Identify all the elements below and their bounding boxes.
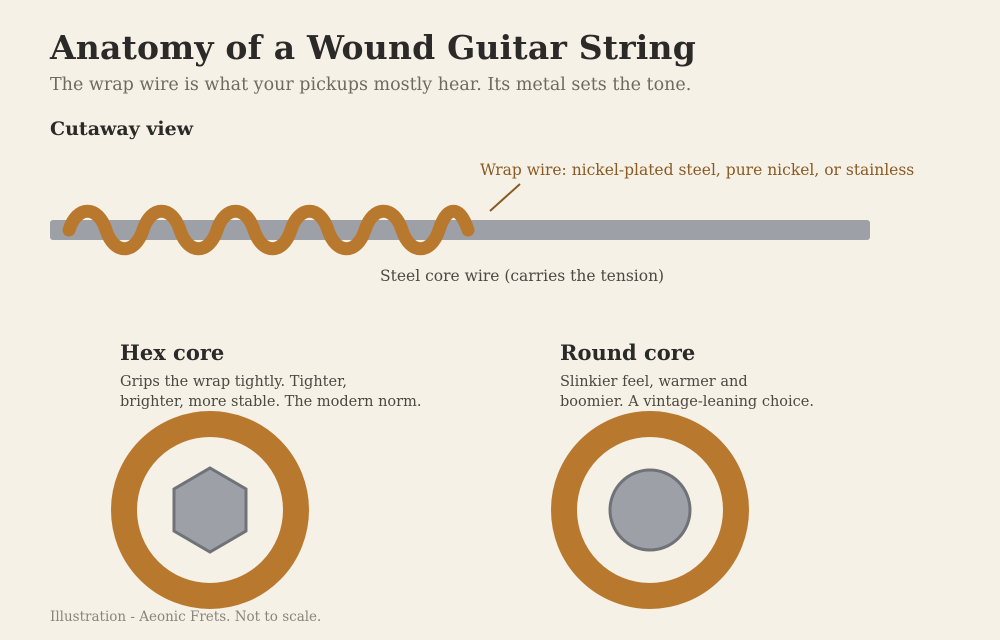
footer-credit: Illustration - Aeonic Frets. Not to scal… [50,609,322,625]
hex-core-title: Hex core [120,340,225,365]
hex-core-shape [172,466,248,554]
round-core-title: Round core [560,340,696,365]
steel-core-label: Steel core wire (carries the tension) [380,267,665,285]
round-wrap-ring [551,411,749,609]
wrap-wire-label: Wrap wire: nickel-plated steel, pure nic… [480,161,915,179]
wrap-leader-line [489,183,521,212]
round-core-description: Slinkier feel, warmer and boomier. A vin… [560,372,890,412]
page-title: Anatomy of a Wound Guitar String [50,28,696,67]
hex-core-desc-line-2: brighter, more stable. The modern norm. [120,394,422,410]
page-subtitle: The wrap wire is what your pickups mostl… [50,75,692,95]
wrap-wire-coil [62,204,475,256]
hex-core-description: Grips the wrap tightly. Tighter, brighte… [120,372,450,412]
cutaway-section-label: Cutaway view [50,118,194,140]
hex-wrap-ring [111,411,309,609]
round-core-desc-line-1: Slinkier feel, warmer and [560,374,748,390]
round-core-shape [608,468,692,552]
hex-core-desc-line-1: Grips the wrap tightly. Tighter, [120,374,348,390]
round-core-desc-line-2: boomier. A vintage-leaning choice. [560,394,814,410]
